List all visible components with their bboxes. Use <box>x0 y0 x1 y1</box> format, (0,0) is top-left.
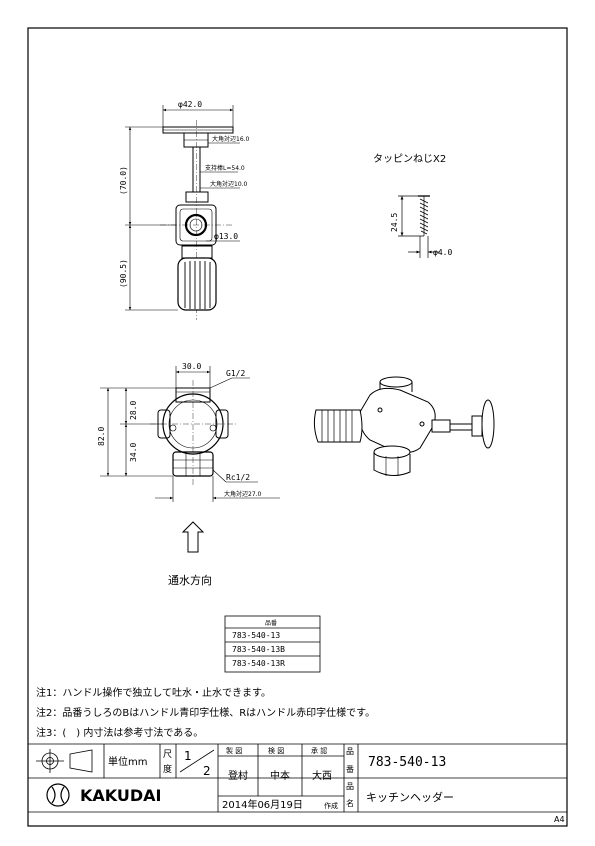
part-no: 783-540-13 <box>368 755 446 770</box>
scale-numerator: 1 <box>184 749 192 763</box>
dim-upper-part: 28.0 <box>129 401 138 420</box>
dim-front-width: 30.0 <box>182 362 201 371</box>
part-no-label: 番 <box>346 764 354 774</box>
created-suffix: 作成 <box>324 801 338 810</box>
dim-screw-diameter: φ4.0 <box>433 248 452 257</box>
name-approved: 大西 <box>312 769 332 782</box>
part-no-label: 品 <box>346 747 354 756</box>
name-drawn: 登村 <box>228 769 248 782</box>
scale-denominator: 2 <box>203 764 211 778</box>
dim-body-diameter: φ13.0 <box>214 232 238 241</box>
side-view <box>160 120 234 320</box>
unit-label: 単位mm <box>108 755 147 768</box>
paper-size: A4 <box>554 815 565 824</box>
parts-table-row: 783-540-13 <box>232 631 280 640</box>
side-view-dimensions <box>125 105 240 311</box>
flow-arrow-icon <box>181 521 205 553</box>
dim-top-diameter: φ42.0 <box>178 100 202 109</box>
flow-label: 通水方向 <box>168 573 212 587</box>
kakudai-logo-icon <box>46 783 70 807</box>
dim-total-height: 82.0 <box>97 427 106 446</box>
parts-table <box>224 615 321 673</box>
col-checked: 検 図 <box>268 746 284 755</box>
note-3: 注3：( ) 内寸法は参考寸法である。 <box>36 726 203 739</box>
front-view-dimensions <box>100 366 280 502</box>
projection-symbol-icon <box>36 749 93 773</box>
dim-spindle-stroke: 支持棒L=54.0 <box>205 164 245 172</box>
name-checked: 中本 <box>270 769 290 782</box>
dim-nut-flat: 大角対辺27.0 <box>224 490 262 498</box>
col-drawn: 製 図 <box>226 746 242 755</box>
dim-lower-part: 34.0 <box>129 443 138 462</box>
scale-label: 尺 <box>163 749 172 760</box>
isometric-view <box>313 376 495 476</box>
scale-label: 度 <box>163 763 172 775</box>
dim-upper-height: (70.0) <box>119 166 128 195</box>
parts-table-row: 783-540-13B <box>232 645 285 654</box>
dim-screw-length: 24.5 <box>390 213 399 232</box>
note-1: 注1：ハンドル操作で独立して吐水・止水できます。 <box>36 686 271 699</box>
note-2: 注2：品番うしろのBはハンドル青印字仕様、Rはハンドル赤印字仕様です。 <box>36 706 375 719</box>
dim-lower-height: (90.5) <box>119 259 128 288</box>
parts-table-header: 品番 <box>265 620 277 627</box>
screw-detail <box>398 195 440 258</box>
product-label: 名 <box>346 798 354 808</box>
dim-spindle-flat: 大角対辺10.0 <box>210 180 248 188</box>
product-label: 品 <box>346 782 354 791</box>
company-name: KAKUDAI <box>80 786 162 805</box>
front-view <box>150 380 236 485</box>
packing-nut <box>185 191 209 203</box>
dim-thread-bottom: Rc1/2 <box>226 473 250 482</box>
parts-table-row: 783-540-13R <box>232 659 285 668</box>
screw-label: タッピンねじX2 <box>373 153 446 165</box>
sheet-border <box>27 27 568 827</box>
created-date: 2014年06月19日 <box>222 798 303 811</box>
dim-thread-top: G1/2 <box>226 369 245 378</box>
title-block <box>28 743 567 813</box>
product-name: キッチンヘッダー <box>366 790 454 804</box>
col-approved: 承 認 <box>311 746 327 755</box>
dim-handle-flat: 大角対辺16.0 <box>212 135 250 143</box>
